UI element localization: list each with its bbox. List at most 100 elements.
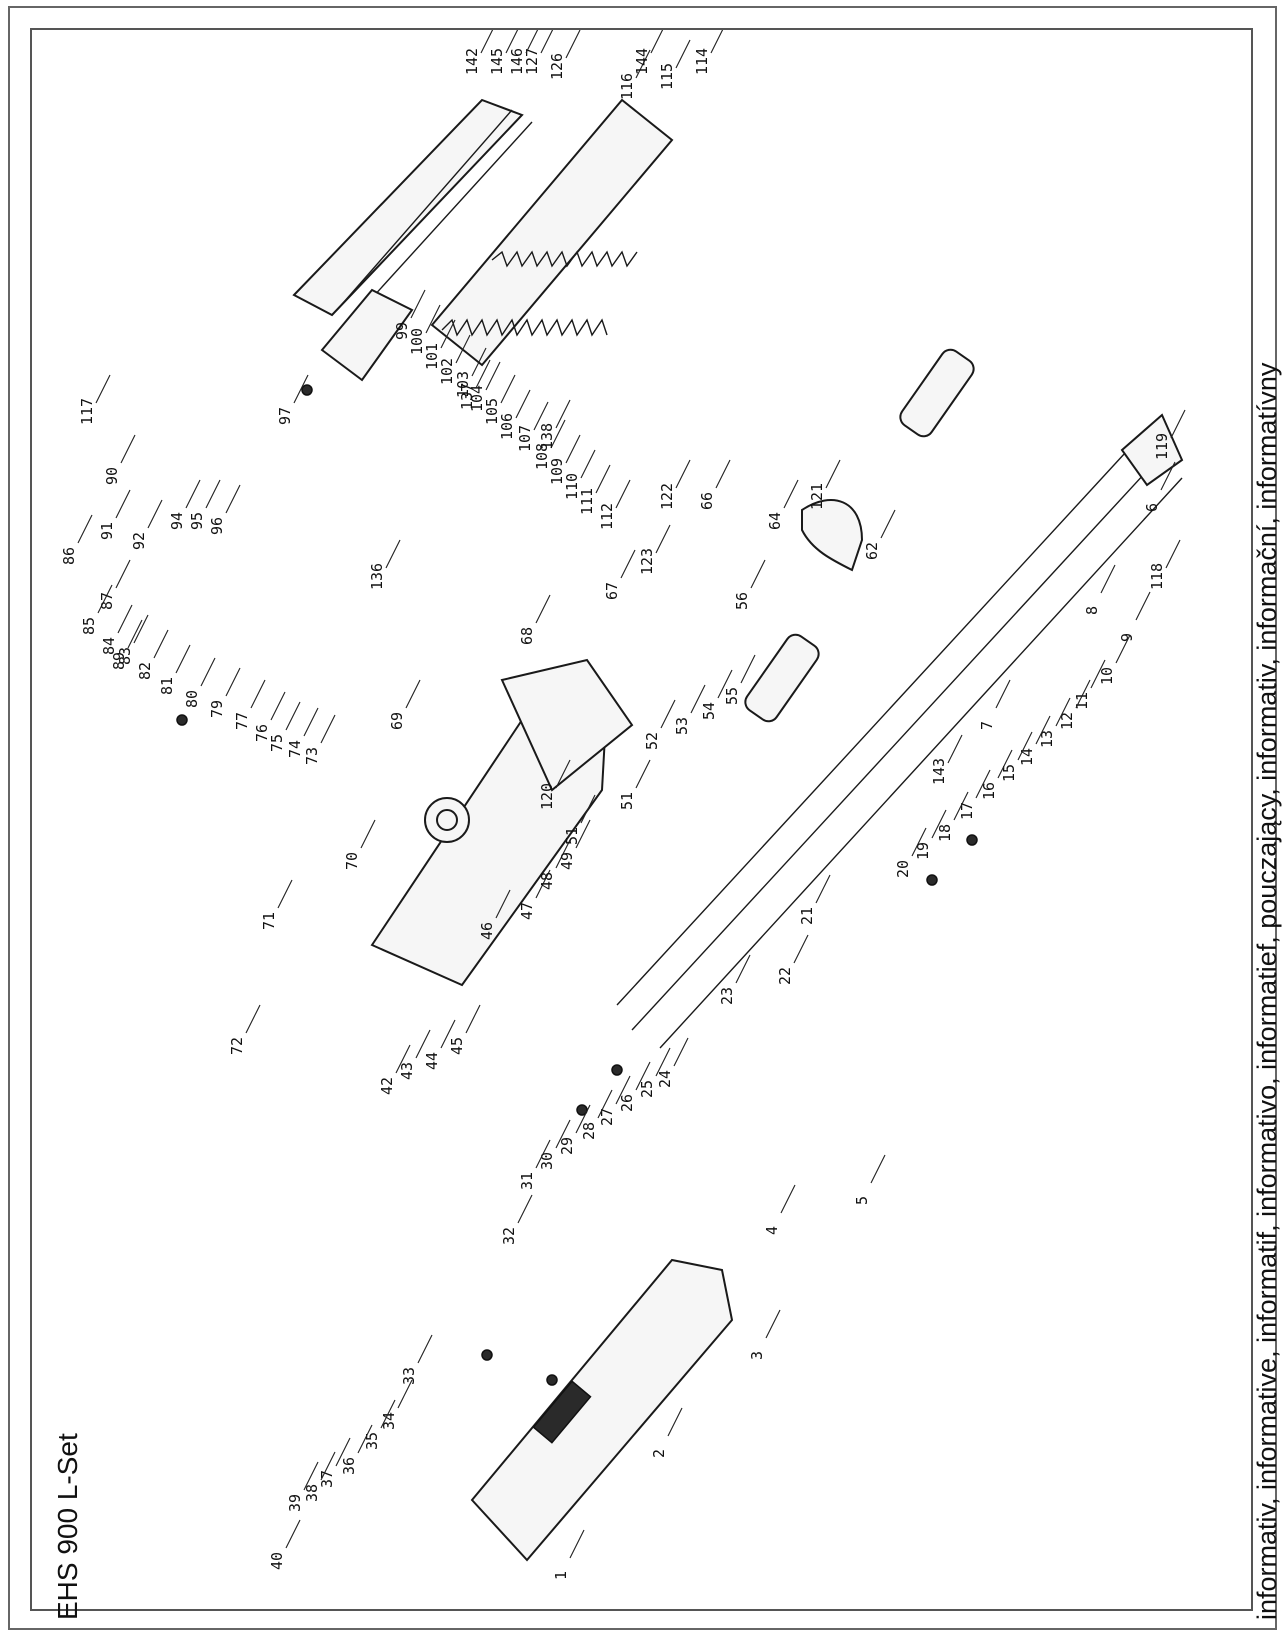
part-label-108: 108 (533, 443, 551, 470)
leader-line-16 (997, 749, 1013, 779)
blade-guide-rail (292, 98, 533, 321)
leader-line-84 (117, 604, 133, 634)
leader-line-94 (185, 479, 201, 509)
part-label-112: 112 (598, 503, 616, 530)
part-label-92: 92 (130, 532, 148, 550)
leader-line-66 (715, 459, 731, 489)
part-label-30: 30 (538, 1152, 556, 1170)
leader-line-30 (555, 1119, 571, 1149)
part-label-16: 16 (980, 782, 998, 800)
part-label-24: 24 (656, 1070, 674, 1088)
leader-line-11 (1090, 659, 1106, 689)
leader-line-89 (127, 619, 143, 649)
rear-handle (470, 1258, 734, 1562)
leader-line-69 (405, 679, 421, 709)
leader-line-137 (475, 359, 491, 389)
leader-line-91 (115, 489, 131, 519)
part-label-94: 94 (168, 512, 186, 530)
part-label-51: 51 (618, 792, 636, 810)
part-label-95: 95 (188, 512, 206, 530)
part-label-118: 118 (1148, 563, 1166, 590)
leader-line-9 (1135, 591, 1151, 621)
leader-line-23 (735, 954, 751, 984)
part-label-55: 55 (723, 687, 741, 705)
part-label-89: 89 (110, 652, 128, 670)
part-label-91: 91 (98, 522, 116, 540)
leader-line-67 (620, 549, 636, 579)
leader-line-6 (1160, 461, 1176, 491)
part-label-36: 36 (340, 1457, 358, 1475)
part-label-144: 144 (633, 48, 651, 75)
part-label-9: 9 (1118, 633, 1136, 642)
leader-line-18 (953, 791, 969, 821)
leader-line-38 (320, 1451, 336, 1481)
leader-line-80 (200, 657, 216, 687)
leader-line-40 (285, 1519, 301, 1549)
leader-line-83 (133, 614, 149, 644)
leader-line-72 (245, 1004, 261, 1034)
leader-line-4 (780, 1184, 796, 1214)
part-label-43: 43 (398, 1062, 416, 1080)
leader-line-64 (783, 479, 799, 509)
exploded-view-diagram: 1234567891011121314151617181920212223242… (60, 30, 1186, 1580)
leader-line-14 (1035, 715, 1051, 745)
leader-line-100 (425, 304, 441, 334)
leader-line-111 (595, 464, 611, 494)
leader-line-71 (277, 879, 293, 909)
leader-line-106 (515, 389, 531, 419)
leader-line-119 (1170, 409, 1186, 439)
part-label-27: 27 (598, 1108, 616, 1126)
part-label-14: 14 (1018, 748, 1036, 766)
leader-line-73 (320, 714, 336, 744)
part-label-126: 126 (548, 53, 566, 80)
part-label-33: 33 (400, 1367, 418, 1385)
leader-line-101 (440, 319, 456, 349)
leader-line-97 (293, 374, 309, 404)
part-label-101: 101 (423, 343, 441, 370)
part-label-10: 10 (1098, 667, 1116, 685)
leader-line-28 (597, 1089, 613, 1119)
leader-line-114 (710, 30, 724, 54)
leader-line-126 (565, 30, 581, 59)
part-label-44: 44 (423, 1052, 441, 1070)
part-label-64: 64 (766, 512, 784, 530)
part-label-15: 15 (1000, 764, 1018, 782)
leader-line-52 (660, 699, 676, 729)
part-label-143: 143 (930, 758, 948, 785)
leader-line-103 (471, 347, 487, 377)
leader-line-20 (911, 827, 927, 857)
part-label-136: 136 (368, 563, 386, 590)
leader-line-32 (517, 1194, 533, 1224)
leader-line-46 (495, 889, 511, 919)
part-label-18: 18 (936, 824, 954, 842)
grip-sleeve (744, 348, 975, 723)
cutting-blade (430, 98, 674, 367)
part-label-54: 54 (700, 702, 718, 720)
leader-line-55 (740, 654, 756, 684)
leader-line-81 (175, 644, 191, 674)
leader-line-143 (947, 734, 963, 764)
leader-line-108 (550, 419, 566, 449)
part-label-19: 19 (914, 842, 932, 860)
informative-note: informativ, informative, informatif, inf… (1252, 362, 1282, 1620)
part-label-8: 8 (1083, 606, 1101, 615)
leader-line-5 (870, 1154, 886, 1184)
leader-line-24 (673, 1037, 689, 1067)
part-label-31: 31 (518, 1172, 536, 1190)
part-label-47: 47 (518, 902, 536, 920)
part-label-21: 21 (798, 907, 816, 925)
leader-line-122 (675, 459, 691, 489)
part-label-75: 75 (268, 734, 286, 752)
part-label-121: 121 (808, 483, 826, 510)
part-label-105: 105 (483, 398, 501, 425)
leader-line-144 (650, 30, 664, 54)
part-label-6: 6 (1143, 503, 1161, 512)
part-label-81: 81 (158, 677, 176, 695)
leader-line-31 (535, 1139, 551, 1169)
part-label-138: 138 (538, 423, 556, 450)
leader-line-95 (205, 479, 221, 509)
part-label-111: 111 (578, 488, 596, 515)
leader-line-70 (360, 819, 376, 849)
leader-line-92 (147, 499, 163, 529)
part-label-90: 90 (103, 467, 121, 485)
